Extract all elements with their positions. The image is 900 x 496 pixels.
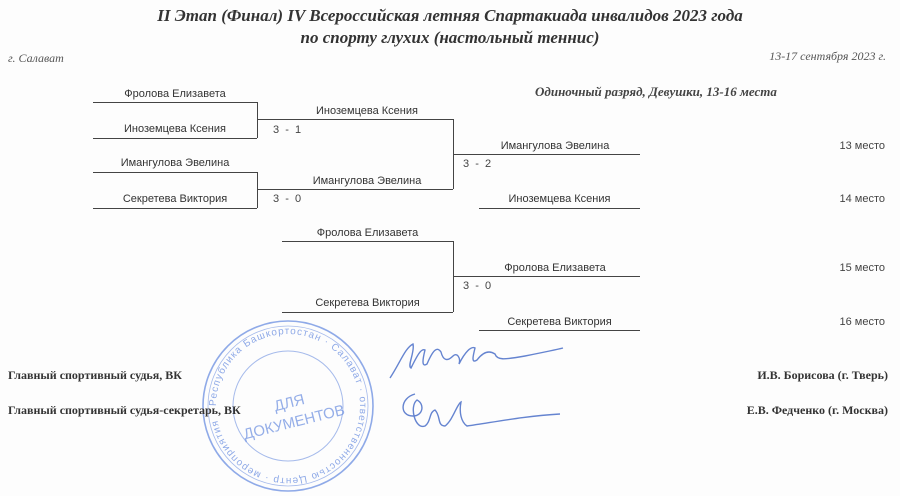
chief-secretary-role: Главный спортивный судья-секретарь, ВК [8,403,241,417]
place-13: 13 место [839,140,885,152]
bracket-line [257,119,453,120]
r1m1-score: 3 - 1 [273,124,302,136]
r1m2-player1: Имангулова Эвелина [120,157,230,169]
bracket-line [453,276,640,277]
bracket-line [93,172,257,173]
final-13-winner: Имангулова Эвелина [500,140,610,152]
bracket-line [93,102,257,103]
place-15: 15 место [839,262,885,274]
bracket-line [479,208,640,209]
final-13-score: 3 - 2 [463,158,492,170]
svg-text:ДОКУМЕНТОВ: ДОКУМЕНТОВ [242,402,347,444]
r1m2-winner: Имангулова Эвелина [312,175,422,187]
bracket-line [453,154,640,155]
bracket-line [282,312,453,313]
document-title-line2: по спорту глухих (настольный теннис) [300,28,600,47]
bracket-line [282,241,453,242]
bracket-connector [257,102,258,138]
event-dates: 13-17 сентября 2023 г. [769,49,886,63]
r1m1-winner: Иноземцева Ксения [316,105,418,117]
r1m2-score: 3 - 0 [273,193,302,205]
document-title-line1: II Этап (Финал) IV Всероссийская летняя … [157,6,743,25]
bracket-connector [257,172,258,208]
final-15-winner: Фролова Елизавета [504,262,606,274]
bracket-line [93,208,257,209]
place-16: 16 место [839,316,885,328]
r1m1-player1: Фролова Елизавета [124,88,226,100]
final-15-score: 3 - 0 [463,280,492,292]
place-14: 14 место [839,193,885,205]
r1m1-player2: Иноземцева Ксения [124,123,226,135]
r1m2-player2: Секретева Виктория [122,193,228,205]
signature-secretary-icon [402,393,561,427]
signature-chief-judge-icon [389,342,564,379]
svg-text:ДЛЯ: ДЛЯ [272,391,306,415]
city: г. Салават [8,51,64,65]
bracket-line [93,138,257,139]
final-16-loser: Секретева Виктория [507,316,612,328]
chief-judge-name: И.В. Борисова (г. Тверь) [757,368,888,382]
chief-secretary-name: Е.В. Федченко (г. Москва) [746,403,888,417]
bracket-line [257,189,453,190]
m15-player1: Фролова Елизавета [316,227,419,239]
bracket-line [479,330,640,331]
final-14-loser: Иноземцева Ксения [508,193,611,205]
category-title: Одиночный разряд, Девушки, 13-16 места [535,84,777,99]
m15-player2: Секретева Виктория [315,297,420,309]
chief-judge-role: Главный спортивный судья, ВК [8,368,182,382]
